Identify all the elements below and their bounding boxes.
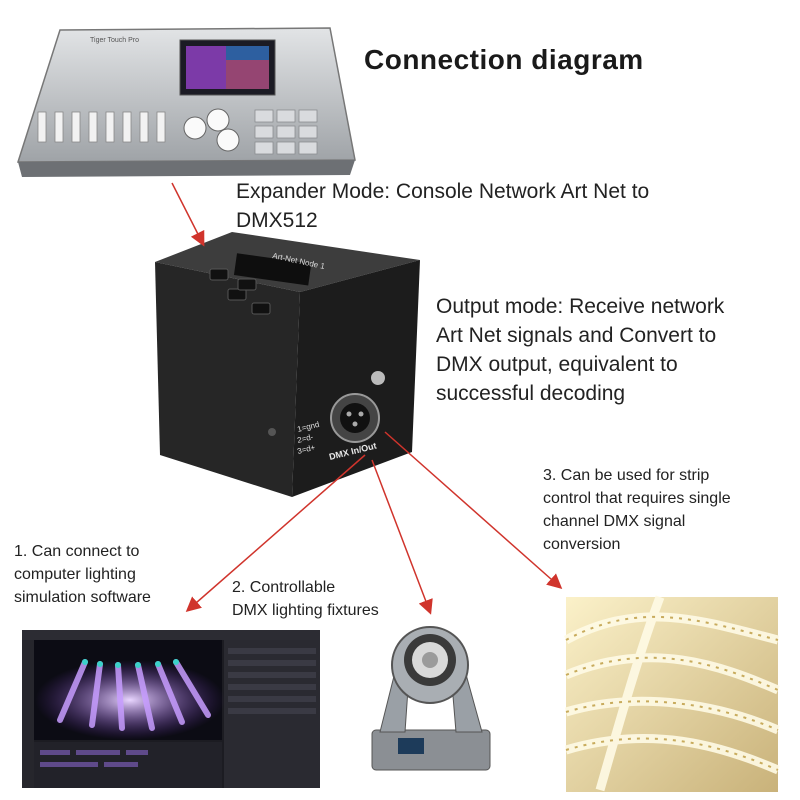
expander-mode-line2: DMX512 [236,209,318,232]
expander-mode-text: Expander Mode: Console Network Art Net t… [236,177,649,235]
note-fixtures: 2. Controllable DMX lighting fixtures [232,576,379,622]
output-mode-line1: Output mode: Receive network [436,295,725,318]
note3-line1: 3. Can be used for strip [543,467,710,484]
note1-line1: 1. Can connect to [14,543,140,560]
output-mode-line4: successful decoding [436,382,626,405]
output-mode-line2: Art Net signals and Convert to [436,324,717,347]
led-strip-image [563,595,780,792]
arrow-console-to-node [171,182,205,247]
note2-line1: 2. Controllable [232,579,336,596]
note3-line2: control that requires single [543,490,731,507]
moving-head-fixture-image [371,626,491,771]
note3-line4: conversion [543,536,621,553]
artnet-node-device: Art-Net Node 1 DMX In/Out 1=gnd 2=d- 3=d… [155,232,420,497]
note3-line3: channel DMX signal [543,513,686,530]
simulation-software-image [22,630,320,788]
note1-line3: simulation software [14,589,151,606]
expander-mode-line1: Expander Mode: Console Network Art Net t… [236,180,650,203]
console-label: Tiger Touch Pro [90,37,139,44]
diagram-title: Connection diagram [364,44,644,75]
note-software: 1. Can connect to computer lighting simu… [14,540,151,609]
output-mode-text: Output mode: Receive network Art Net sig… [436,292,724,408]
lighting-console-image: Tiger Touch Pro [16,27,356,177]
arrow-to-strip [384,431,563,589]
arrow-to-fixture [371,459,433,615]
note2-line2: DMX lighting fixtures [232,602,379,619]
note1-line2: computer lighting [14,566,136,583]
note-strip: 3. Can be used for strip control that re… [543,464,731,556]
arrow-to-software [185,454,366,612]
output-mode-line3: DMX output, equivalent to [436,353,678,376]
device-pin2-label: 2=d- [296,432,314,445]
device-pin3-label: 3=d+ [296,443,316,456]
